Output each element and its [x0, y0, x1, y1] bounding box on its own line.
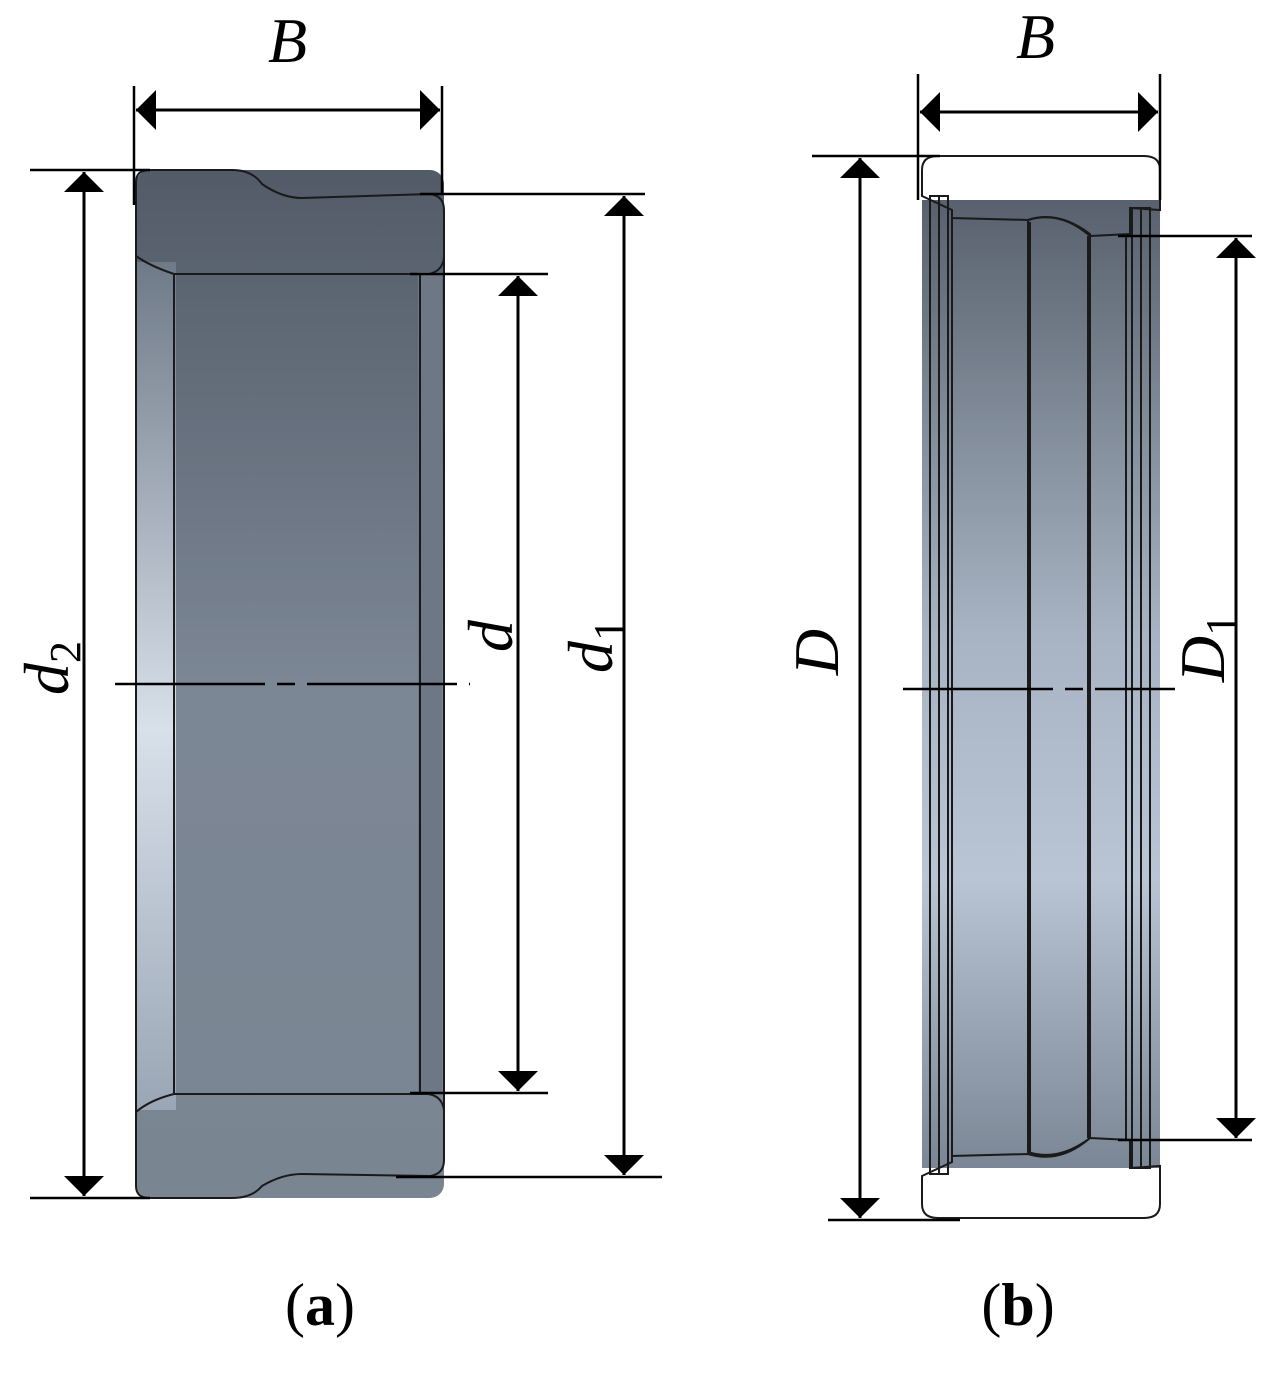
part-b-raceway-surface — [922, 200, 1160, 1168]
part-a-caption: (a) — [285, 1272, 355, 1338]
part-b-outer-ring — [921, 155, 1161, 1219]
part-a-extension-lines — [30, 86, 662, 1200]
part-a-left-chamfer — [136, 262, 176, 1110]
part-b-label-B: B — [1016, 1, 1055, 72]
part-a-label-d2: d2 — [11, 641, 90, 695]
part-a-label-d1: d1 — [555, 619, 634, 673]
part-b-extension-lines — [812, 74, 1252, 1222]
part-a-label-d: d — [455, 619, 526, 652]
part-a-label-B: B — [268, 5, 307, 76]
part-b-label-D1: D1 — [1167, 614, 1246, 683]
part-b-caption: (b) — [981, 1272, 1054, 1338]
part-b-label-D: D — [781, 629, 852, 676]
part-b-bottom-face — [921, 1136, 1161, 1219]
